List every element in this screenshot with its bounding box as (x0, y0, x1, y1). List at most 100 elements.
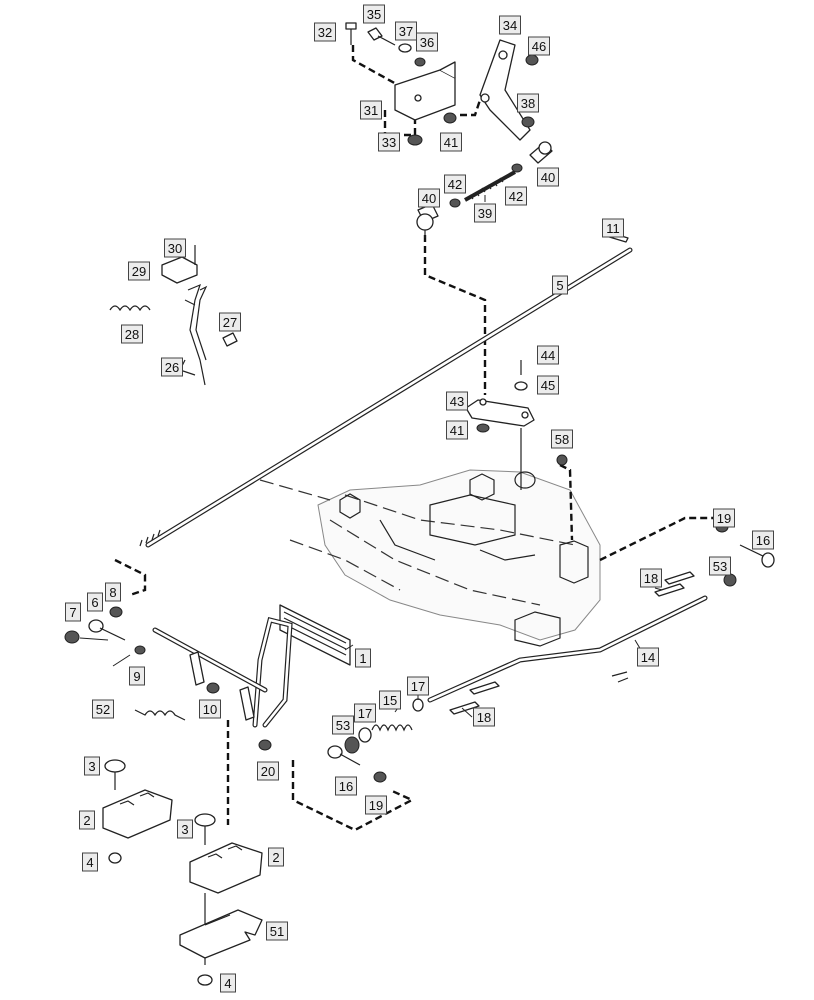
pedal-assembly (134, 604, 351, 751)
callout-number: 39 (478, 206, 492, 221)
callout-number: 38 (521, 96, 535, 111)
threaded-adjuster-rod (464, 170, 516, 202)
callout-18: 18 (473, 707, 495, 727)
callout-number: 29 (132, 264, 146, 279)
ball-joint-lower (416, 203, 439, 238)
callout-2: 2 (268, 847, 284, 867)
lower-control-rod (427, 595, 708, 703)
callout-16: 16 (752, 530, 774, 550)
callout-number: 7 (69, 605, 76, 620)
callout-number: 28 (125, 327, 139, 342)
callout-number: 53 (336, 718, 350, 733)
callout-number: 35 (367, 7, 381, 22)
callout-31: 31 (360, 100, 382, 120)
transmission-housing (259, 469, 601, 647)
callout-number: 5 (556, 278, 563, 293)
hardware-upper (345, 22, 539, 208)
callout-number: 34 (503, 18, 517, 33)
callout-number: 30 (168, 241, 182, 256)
callout-number: 33 (382, 135, 396, 150)
callout-30: 30 (164, 238, 186, 258)
callout-26: 26 (161, 357, 183, 377)
callout-16: 16 (335, 776, 357, 796)
callout-number: 43 (450, 394, 464, 409)
callout-33: 33 (378, 132, 400, 152)
callout-43: 43 (446, 391, 468, 411)
callout-number: 18 (477, 710, 491, 725)
callout-number: 2 (272, 850, 279, 865)
callout-number: 37 (399, 24, 413, 39)
callout-3: 3 (84, 756, 100, 776)
callout-53: 53 (709, 556, 731, 576)
callout-44: 44 (537, 345, 559, 365)
lift-lever-assembly (109, 245, 238, 386)
hardware-right (605, 231, 775, 597)
ball-joint-upper (529, 141, 553, 164)
callout-number: 10 (203, 702, 217, 717)
callout-17: 17 (407, 676, 429, 696)
callout-number: 2 (83, 813, 90, 828)
callout-number: 26 (165, 360, 179, 375)
callout-number: 17 (358, 706, 372, 721)
callout-number: 9 (133, 669, 140, 684)
callout-34: 34 (499, 15, 521, 35)
callout-41: 41 (446, 420, 468, 440)
callout-number: 40 (541, 170, 555, 185)
callout-number: 41 (450, 423, 464, 438)
callout-7: 7 (65, 602, 81, 622)
callout-14: 14 (637, 647, 659, 667)
callout-19: 19 (365, 795, 387, 815)
callout-number: 42 (509, 189, 523, 204)
callout-40: 40 (537, 167, 559, 187)
callout-number: 16 (756, 533, 770, 548)
callout-number: 4 (224, 976, 231, 991)
callout-number: 52 (96, 702, 110, 717)
callout-number: 18 (644, 571, 658, 586)
callout-2: 2 (79, 810, 95, 830)
callout-37: 37 (395, 21, 417, 41)
upper-mounting-bracket (394, 61, 456, 121)
callout-18: 18 (640, 568, 662, 588)
callout-42: 42 (505, 186, 527, 206)
callout-58: 58 (551, 429, 573, 449)
callout-number: 42 (448, 177, 462, 192)
callout-4: 4 (220, 973, 236, 993)
callout-number: 4 (86, 855, 93, 870)
callout-number: 11 (606, 221, 620, 236)
callout-19: 19 (713, 508, 735, 528)
callout-number: 19 (369, 798, 383, 813)
callout-number: 31 (364, 103, 378, 118)
callout-29: 29 (128, 261, 150, 281)
callout-8: 8 (105, 582, 121, 602)
callout-36: 36 (416, 32, 438, 52)
callout-number: 53 (713, 559, 727, 574)
spring-assembly (327, 681, 500, 783)
callout-number: 46 (532, 39, 546, 54)
callout-number: 1 (359, 651, 366, 666)
callout-number: 36 (420, 35, 434, 50)
callout-40: 40 (418, 188, 440, 208)
callout-9: 9 (129, 666, 145, 686)
callout-51: 51 (266, 921, 288, 941)
callout-6: 6 (87, 592, 103, 612)
callout-number: 8 (109, 585, 116, 600)
callout-20: 20 (257, 761, 279, 781)
linkage-dashed-lines (114, 45, 718, 832)
callout-number: 58 (555, 432, 569, 447)
callout-39: 39 (474, 203, 496, 223)
callout-1: 1 (355, 648, 371, 668)
callout-number: 40 (422, 191, 436, 206)
callout-4: 4 (82, 852, 98, 872)
callout-number: 41 (444, 135, 458, 150)
callout-32: 32 (314, 22, 336, 42)
callout-number: 17 (411, 679, 425, 694)
callout-35: 35 (363, 4, 385, 24)
callout-15: 15 (379, 690, 401, 710)
callout-number: 3 (88, 759, 95, 774)
callout-number: 16 (339, 779, 353, 794)
callout-10: 10 (199, 699, 221, 719)
callout-number: 51 (270, 924, 284, 939)
callout-27: 27 (219, 312, 241, 332)
pivot-lever (479, 39, 531, 141)
